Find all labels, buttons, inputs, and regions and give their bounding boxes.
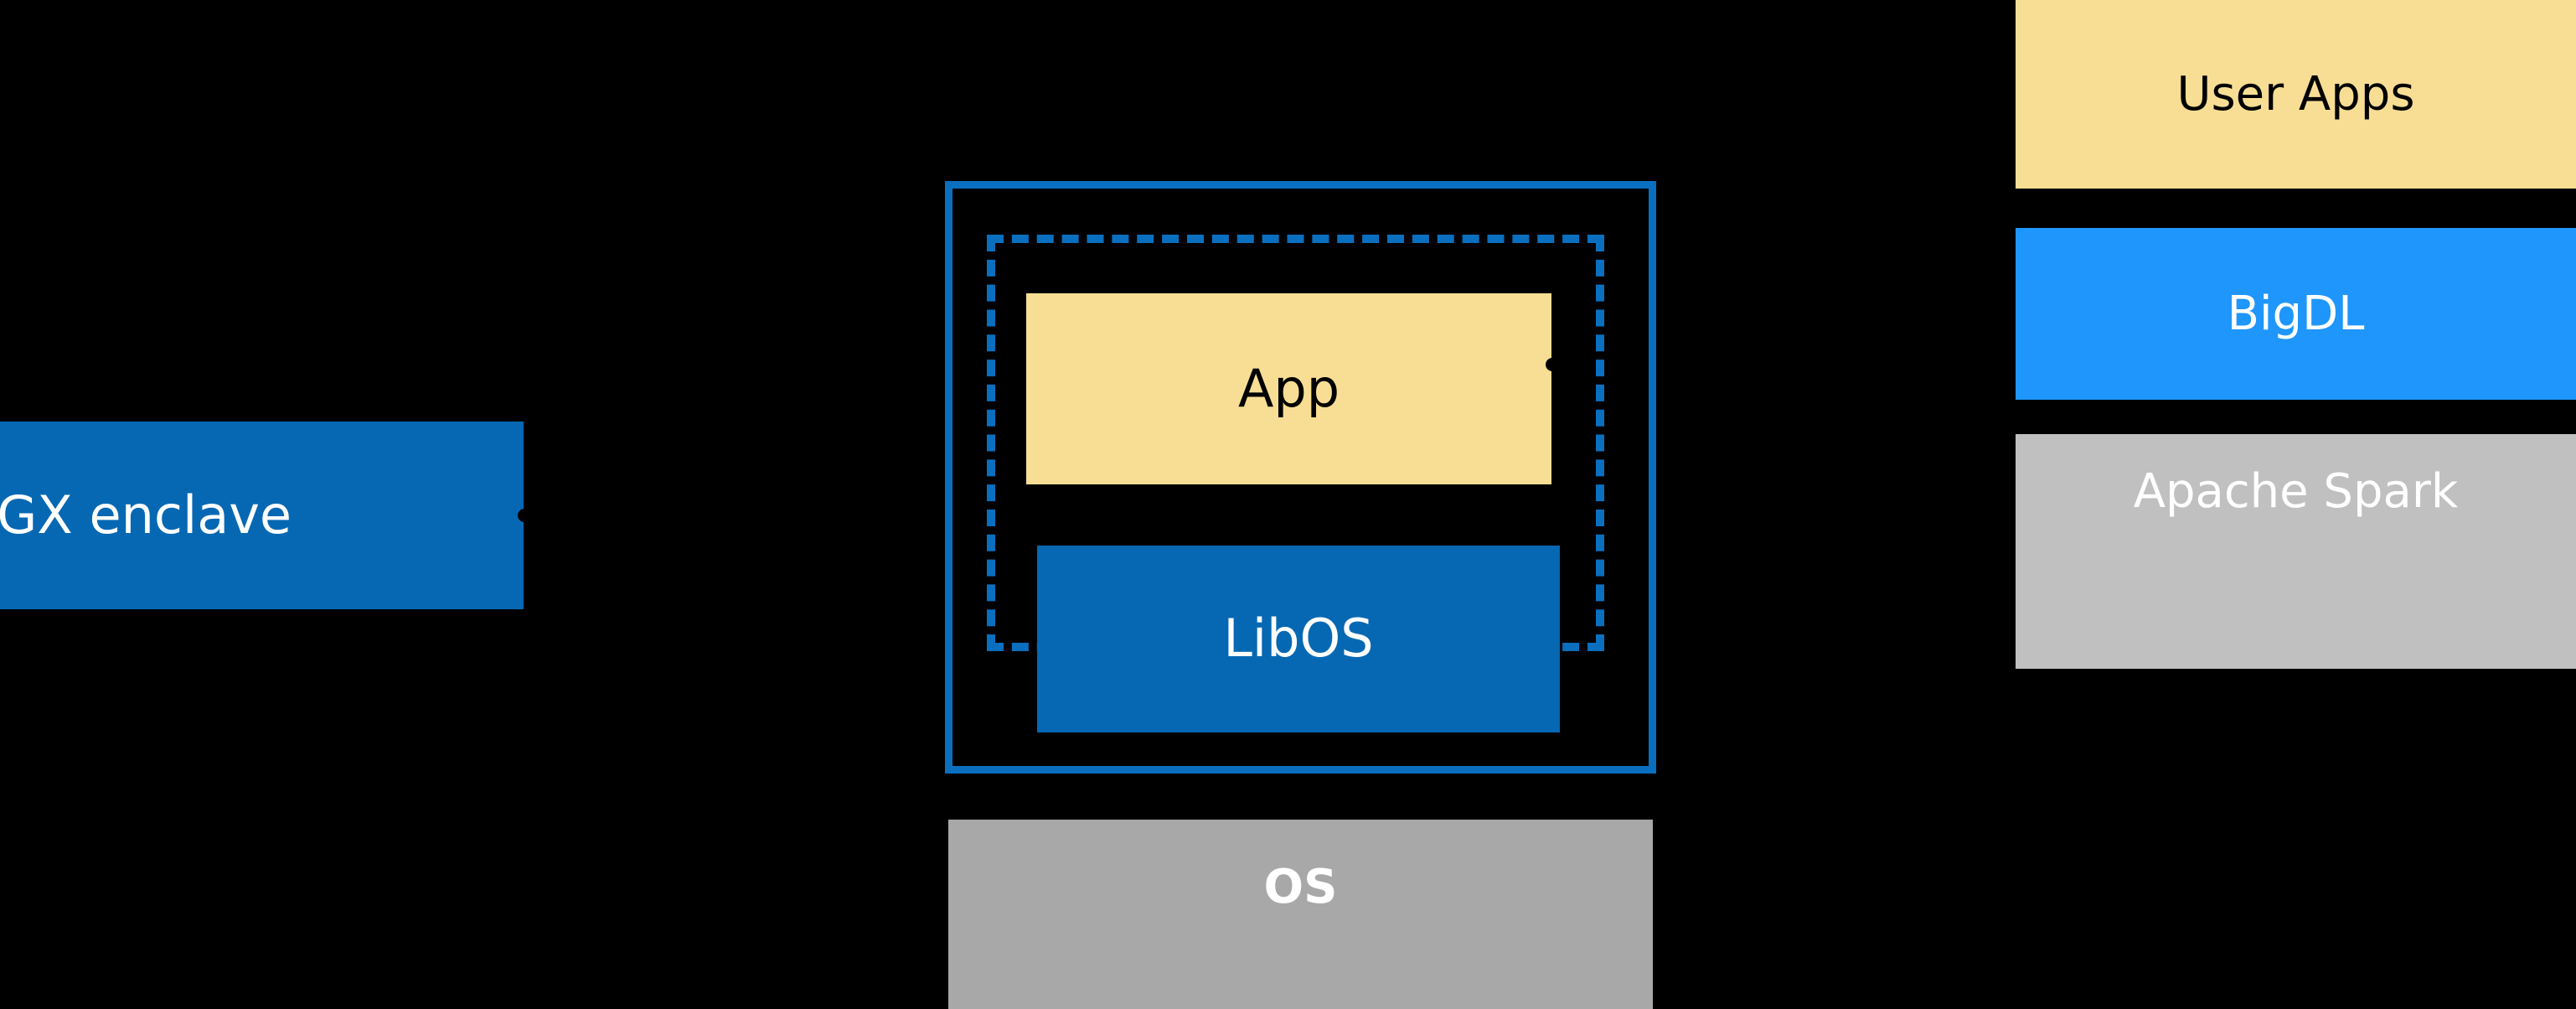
app-label: App [1237, 357, 1340, 419]
apache-spark-label: Apache Spark [2133, 464, 2459, 519]
bigdl-label: BigDL [2227, 286, 2365, 341]
libos-box: LibOS [1037, 546, 1560, 732]
user-apps-box: User Apps [2016, 0, 2576, 189]
libos-label: LibOS [1223, 608, 1374, 670]
app-connector-arrowhead-icon [1546, 358, 1559, 371]
sgx-enclave-connector-arrowhead-icon [518, 509, 531, 522]
bigdl-box: BigDL [2016, 228, 2576, 400]
enclave-outer-frame [945, 181, 1656, 774]
os-label: OS [1263, 860, 1338, 914]
user-apps-label: User Apps [2176, 66, 2415, 122]
apache-spark-box: Apache Spark [2016, 434, 2576, 669]
sgx-enclave-box: SGX enclave [0, 422, 524, 609]
app-box: App [1026, 293, 1551, 484]
os-box: OS [948, 820, 1653, 1009]
sgx-enclave-label: SGX enclave [0, 484, 292, 546]
